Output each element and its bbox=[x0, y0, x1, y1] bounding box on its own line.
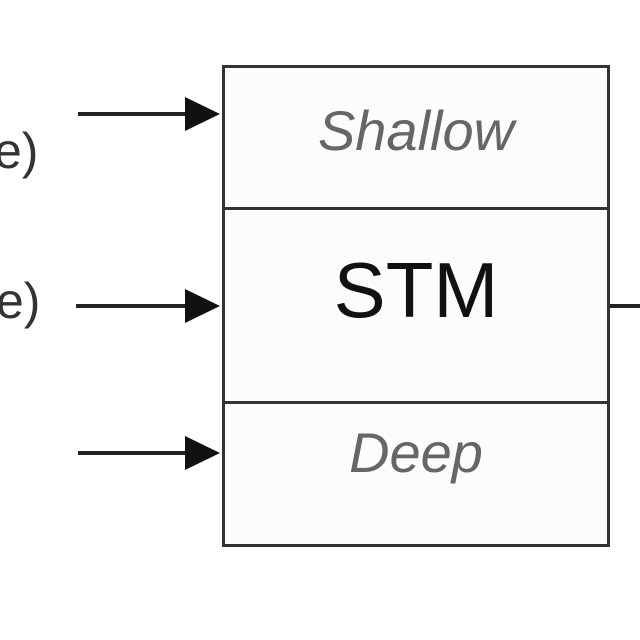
arrow-deep bbox=[78, 436, 220, 470]
input-label-1: e) bbox=[0, 123, 39, 179]
divider-bottom bbox=[222, 401, 610, 404]
stm-block bbox=[222, 65, 610, 547]
deep-label: Deep bbox=[349, 421, 483, 484]
input-label-2: e) bbox=[0, 273, 41, 329]
arrow-shallow bbox=[78, 97, 220, 131]
arrow-stm bbox=[76, 289, 220, 323]
stm-label: STM bbox=[333, 246, 499, 334]
divider-top bbox=[222, 207, 610, 210]
shallow-label: Shallow bbox=[317, 99, 515, 162]
